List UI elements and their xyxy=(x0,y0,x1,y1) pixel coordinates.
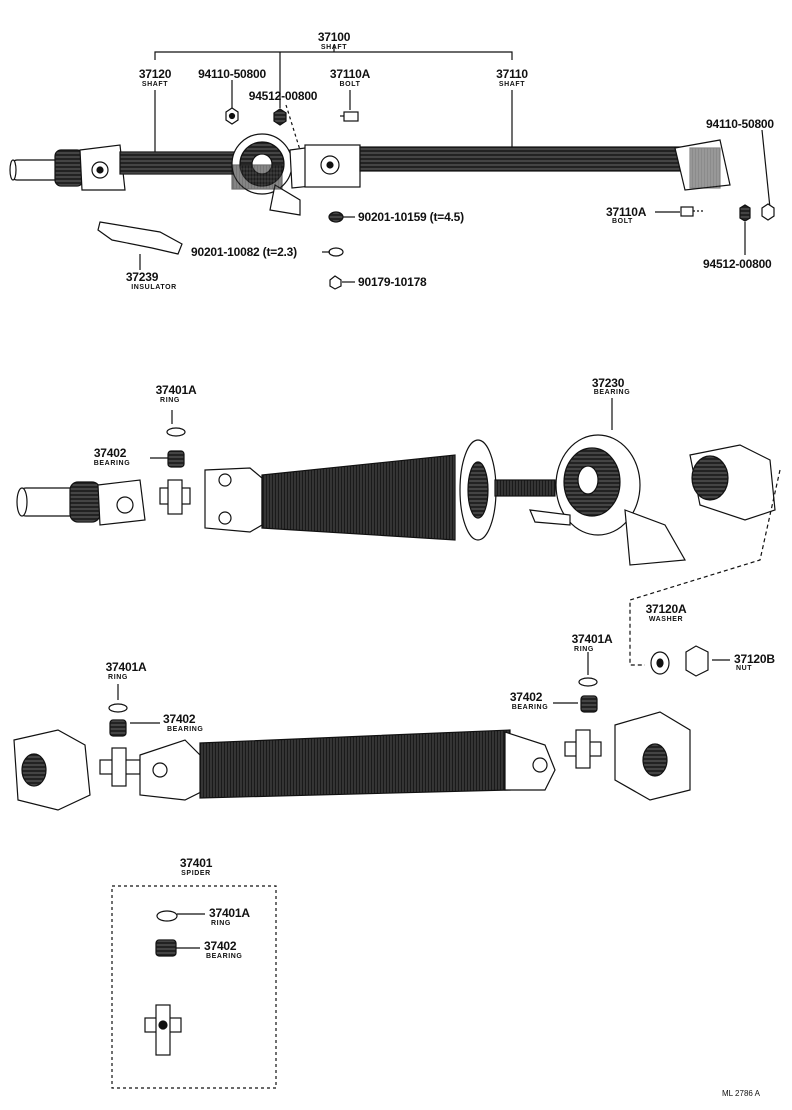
label-37120B: 37120B xyxy=(734,652,775,666)
label-90201-a: 90201-10159 (t=4.5) xyxy=(358,210,464,224)
label-37401A-2-name: RING xyxy=(574,646,594,653)
label-37402-4-name: BEARING xyxy=(206,953,243,960)
label-37110A-top: 37110A xyxy=(329,67,371,81)
label-37402-1: 37402 xyxy=(93,446,127,460)
label-37401-name: SPIDER xyxy=(181,870,211,877)
drawing-code: ML 2786 A xyxy=(722,1089,760,1098)
label-94512-right: 94512-00800 xyxy=(703,257,772,271)
label-94110-top: 94110-50800 xyxy=(198,67,266,81)
label-37110A-right-name: BOLT xyxy=(612,218,633,225)
label-37402-2-name: BEARING xyxy=(511,704,549,711)
label-37401A-2: 37401A xyxy=(571,632,613,646)
label-94110-right: 94110-50800 xyxy=(706,117,774,131)
label-37402-2: 37402 xyxy=(509,690,543,704)
label-37401: 37401 xyxy=(179,856,213,870)
label-37120-name: SHAFT xyxy=(141,81,169,88)
label-37120: 37120 xyxy=(138,67,172,81)
label-37402-3-name: BEARING xyxy=(167,726,204,733)
spider-kit-box xyxy=(111,885,277,1089)
label-37401A-3-name: RING xyxy=(108,674,128,681)
label-90201-b: 90201-10082 (t=2.3) xyxy=(191,245,297,259)
label-90179: 90179-10178 xyxy=(358,275,427,289)
label-37239: 37239 xyxy=(125,270,159,284)
label-37120A: 37120A xyxy=(645,602,687,616)
label-37402-3: 37402 xyxy=(163,712,196,726)
label-37110: 37110 xyxy=(496,67,528,81)
label-37239-name: INSULATOR xyxy=(131,284,177,291)
label-37110A-top-name: BOLT xyxy=(339,81,361,88)
label-37402-1-name: BEARING xyxy=(93,460,131,467)
label-37401A-1: 37401A xyxy=(155,383,197,397)
label-94512-top: 94512-00800 xyxy=(248,89,318,103)
label-37110A-right: 37110A xyxy=(606,205,647,219)
label-37100: 37100 xyxy=(317,30,351,44)
rear-shaft-exploded xyxy=(13,652,691,811)
label-37401A-4: 37401A xyxy=(209,906,250,920)
label-37230-name: BEARING xyxy=(593,389,631,396)
label-37230: 37230 xyxy=(591,376,625,390)
label-37401A-1-name: RING xyxy=(160,397,180,404)
propeller-shaft-assembly xyxy=(9,45,775,290)
label-37110-name: SHAFT xyxy=(498,81,526,88)
label-37402-4: 37402 xyxy=(204,939,237,953)
label-37120A-name: WASHER xyxy=(648,616,684,623)
label-37401A-3: 37401A xyxy=(105,660,147,674)
label-37100-name: SHAFT xyxy=(320,44,348,51)
front-shaft-exploded xyxy=(16,398,781,677)
label-37120B-name: NUT xyxy=(736,665,753,672)
label-37401A-4-name: RING xyxy=(211,920,231,927)
